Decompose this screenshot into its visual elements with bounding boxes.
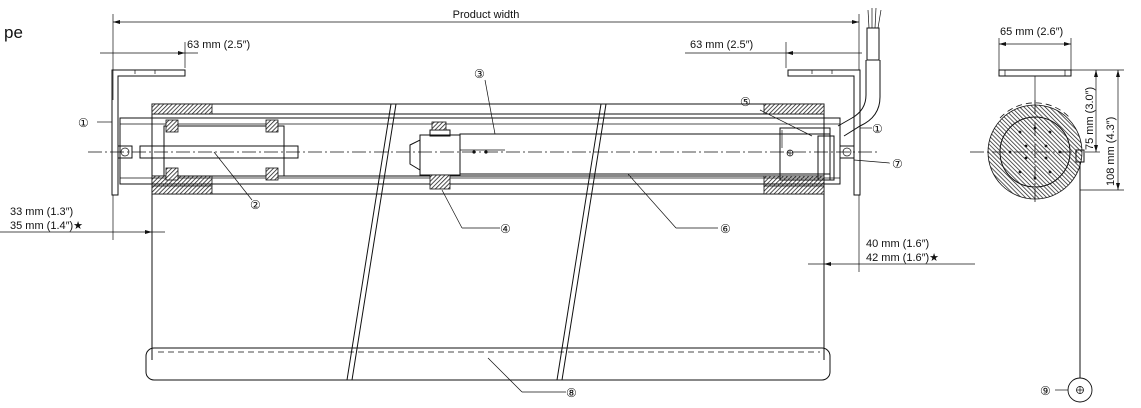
callout-5: ⑤ — [740, 95, 813, 137]
right-offset-dim-1: 40 mm (1.6″) — [866, 238, 929, 250]
product-width-label: Product width — [453, 9, 520, 21]
callout-1-left-label: ① — [78, 116, 89, 130]
callout-3: ③ — [474, 67, 496, 135]
motor — [459, 127, 835, 181]
callout-5-label: ⑤ — [740, 95, 751, 109]
callout-1-right-label: ① — [872, 122, 883, 136]
product-width-dimension: Product width — [112, 9, 860, 100]
callout-2-label: ② — [250, 198, 261, 212]
callout-2: ② — [213, 151, 261, 212]
callout-6: ⑥ — [627, 173, 731, 236]
side-height-dim-1: 75 mm (3.0″) — [1084, 87, 1096, 150]
callout-9-label: ⑨ — [1040, 384, 1051, 398]
callout-8: ⑧ — [487, 357, 577, 400]
motor-cable — [837, 7, 882, 137]
side-width-dim: 65 mm (2.6″) — [1000, 26, 1063, 38]
middle-support — [409, 121, 505, 190]
idler-end — [117, 119, 299, 181]
left-offset-dim-2: 35 mm (1.4″)★ — [10, 220, 83, 232]
callout-7-label: ⑦ — [892, 157, 903, 171]
left-offset-dimension: 33 mm (1.3″) 35 mm (1.4″)★ — [0, 195, 165, 240]
callout-1-left: ① — [78, 116, 112, 130]
fabric — [151, 103, 825, 381]
side-height-dim-2: 108 mm (4.3″) — [1105, 117, 1117, 186]
callout-8-label: ⑧ — [566, 386, 577, 400]
left-bracket — [111, 69, 186, 196]
callout-3-label: ③ — [474, 67, 485, 81]
callout-6-label: ⑥ — [720, 222, 731, 236]
right-bracket-dim-label: 63 mm (2.5″) — [690, 39, 753, 51]
left-bracket-dim-label: 63 mm (2.5″) — [187, 39, 250, 51]
right-bracket-dimension: 63 mm (2.5″) — [685, 39, 862, 68]
side-view: 65 mm (2.6″) 75 mm (3.0″) 108 mm (4.3″) — [970, 26, 1124, 403]
callout-7: ⑦ — [853, 157, 903, 171]
left-offset-dim-1: 33 mm (1.3″) — [10, 206, 73, 218]
callout-4: ④ — [441, 189, 511, 236]
right-offset-dimension: 40 mm (1.6″) 42 mm (1.6″)★ — [808, 195, 975, 272]
right-bracket — [787, 69, 861, 196]
edge-label: pe — [4, 23, 23, 42]
callout-1-right: ① — [860, 122, 883, 136]
right-offset-dim-2: 42 mm (1.6″)★ — [866, 252, 939, 264]
left-bracket-dimension: 63 mm (2.5″) — [100, 39, 250, 68]
bottom-bar — [145, 347, 831, 381]
callout-4-label: ④ — [500, 222, 511, 236]
